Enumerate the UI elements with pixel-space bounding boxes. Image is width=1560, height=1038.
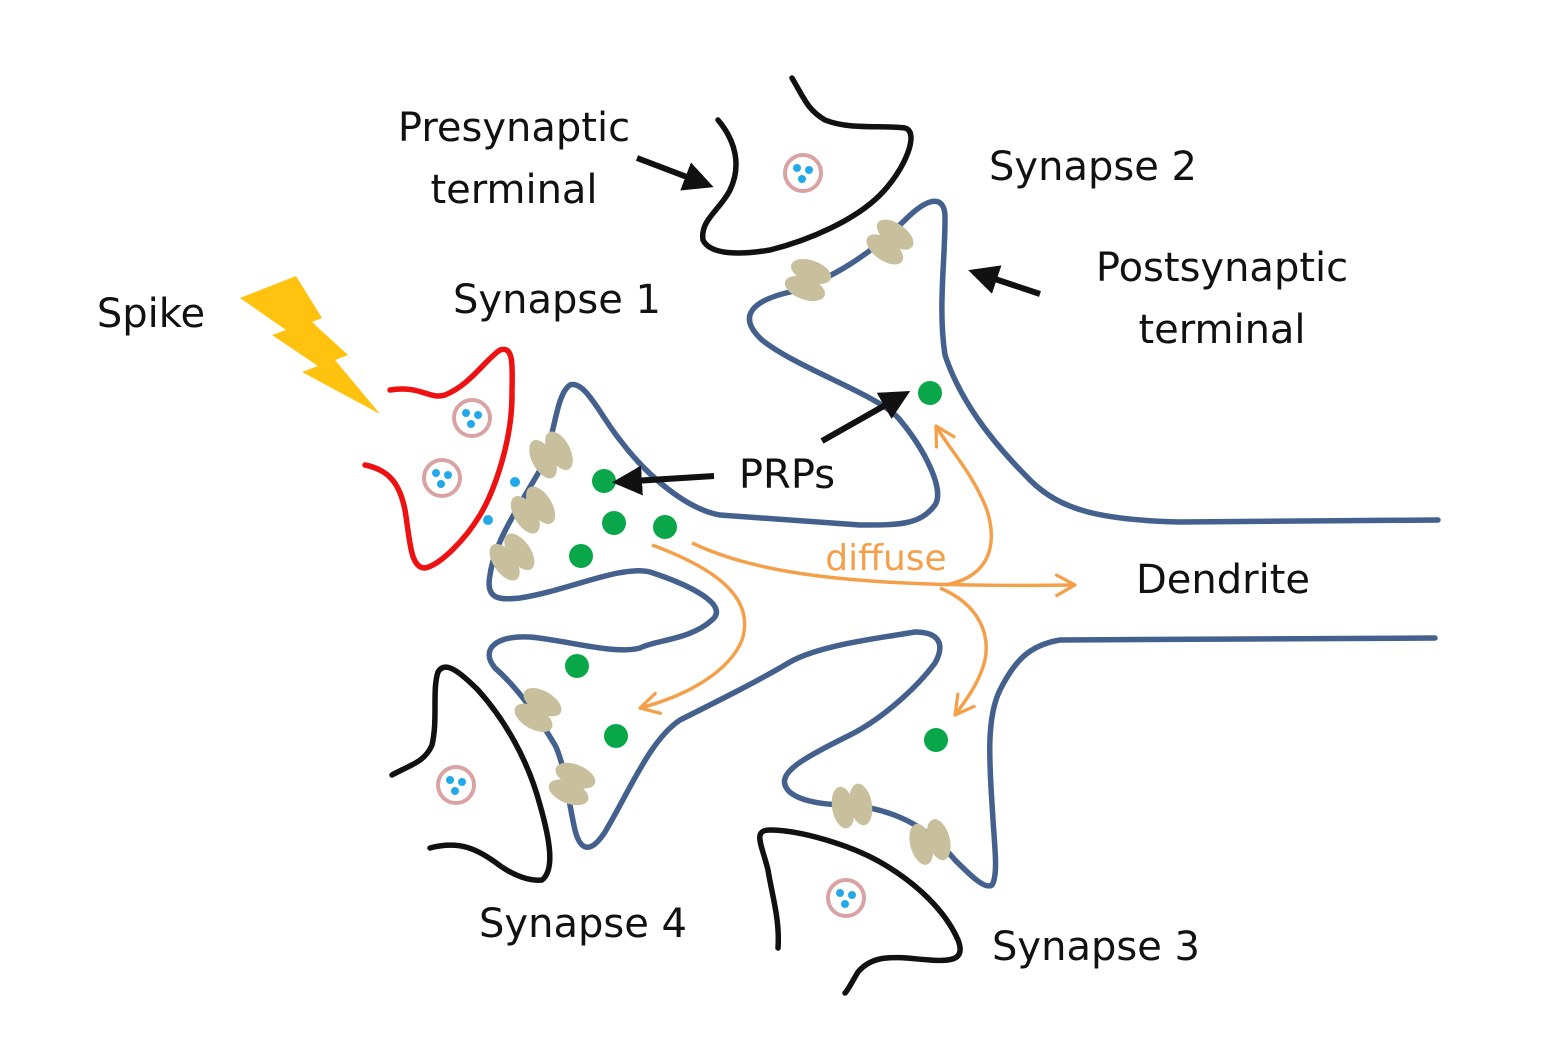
label-synapse-3: Synapse 3: [992, 924, 1200, 970]
label-presynaptic-line2: terminal: [430, 167, 597, 213]
vesicle-icon: [422, 458, 462, 498]
label-postsynaptic-line2: terminal: [1138, 307, 1305, 353]
presynaptic-terminal-synapse-4: [389, 664, 553, 883]
neurotransmitter-dot: [510, 477, 520, 487]
active-presynaptic-terminal: [362, 346, 515, 571]
presynaptic-terminal-synapse-3: [757, 827, 963, 996]
label-diffuse: diffuse: [825, 538, 946, 579]
pointer-arrow-presynaptic: [635, 155, 714, 191]
vesicle-icon: [436, 765, 476, 805]
lightning-bolt-icon: [240, 276, 380, 414]
receptor-icon: [548, 762, 596, 806]
receptor-icon: [909, 819, 951, 865]
diffuse-arrow-to-synapse-4: [638, 543, 747, 715]
diffuse-arrow-to-dendrite: [691, 541, 1077, 598]
receptor-icon: [831, 783, 873, 829]
prp-dot-icon: [565, 654, 589, 678]
prp-dot-icon: [918, 381, 942, 405]
prp-dot-icon: [604, 724, 628, 748]
diffuse-arrow-to-synapse-3: [939, 586, 988, 717]
label-synapse-4: Synapse 4: [479, 901, 687, 947]
receptor-icon: [784, 258, 832, 302]
receptor-icon: [529, 431, 573, 479]
label-synapse-2: Synapse 2: [989, 144, 1197, 190]
label-spike: Spike: [97, 291, 205, 337]
label-presynaptic-line1: Presynaptic: [398, 105, 630, 151]
neurotransmitter-dot: [483, 515, 493, 525]
receptor-icon: [866, 219, 914, 265]
prp-dot-icon: [602, 511, 626, 535]
vesicle-icon: [826, 878, 866, 918]
receptor-icon: [489, 533, 535, 581]
label-prps: PRPs: [739, 452, 835, 498]
pointer-arrow-prps-synapse-2: [820, 391, 911, 444]
label-synapse-1: Synapse 1: [453, 277, 661, 323]
vesicle-icon: [783, 153, 823, 193]
pointer-arrow-postsynaptic: [968, 265, 1041, 297]
receptor-icon: [514, 688, 562, 732]
dendrite-upper-membrane: [486, 198, 1441, 889]
vesicle-icon: [452, 398, 492, 438]
diffuse-arrow-to-synapse-2: [934, 424, 994, 587]
prp-dot-icon: [569, 544, 593, 568]
receptor-icon: [510, 486, 556, 534]
prp-dot-icon: [653, 515, 677, 539]
pointer-arrow-prps-synapse-1: [612, 465, 715, 496]
label-dendrite: Dendrite: [1136, 557, 1310, 603]
prp-dot-icon: [924, 728, 948, 752]
presynaptic-terminal-synapse-2: [700, 75, 914, 256]
prp-dot-icon: [592, 469, 616, 493]
label-postsynaptic-line1: Postsynaptic: [1096, 245, 1348, 291]
